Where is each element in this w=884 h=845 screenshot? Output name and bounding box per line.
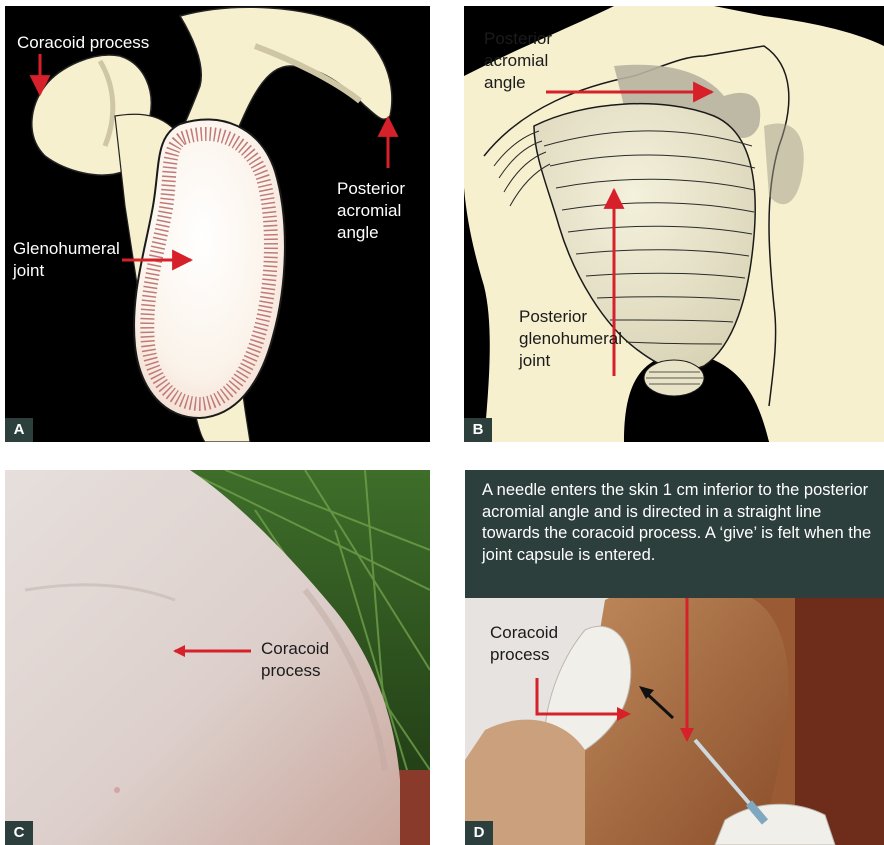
label-posterior-glenohumeral-joint: Posterior glenohumeral joint	[519, 306, 622, 372]
label-coracoid-process-d: Coracoid process	[490, 622, 558, 666]
label-posterior-acromial-angle-b: Posterior acromial angle	[484, 28, 552, 94]
panel-tag-d: D	[465, 821, 493, 845]
label-coracoid-process-c: Coracoid process	[261, 638, 329, 682]
panel-d: A needle enters the skin 1 cm inferior t…	[465, 470, 884, 845]
label-coracoid-process: Coracoid process	[17, 32, 149, 54]
panel-tag-c: C	[5, 821, 33, 845]
panel-c: Coracoid process C	[5, 470, 430, 845]
panel-tag-a: A	[5, 418, 33, 442]
caption-text: A needle enters the skin 1 cm inferior t…	[482, 481, 871, 564]
label-glenohumeral-joint: Glenohumeral joint	[13, 238, 120, 282]
panel-tag-b: B	[464, 418, 492, 442]
label-posterior-acromial-angle: Posterior acromial angle	[337, 178, 405, 244]
panel-b: Posterior acromial angle Posterior gleno…	[464, 6, 884, 442]
panel-c-photo	[5, 470, 430, 845]
caption-box: A needle enters the skin 1 cm inferior t…	[465, 470, 884, 598]
panel-a: Coracoid process Posterior acromial angl…	[5, 6, 430, 442]
